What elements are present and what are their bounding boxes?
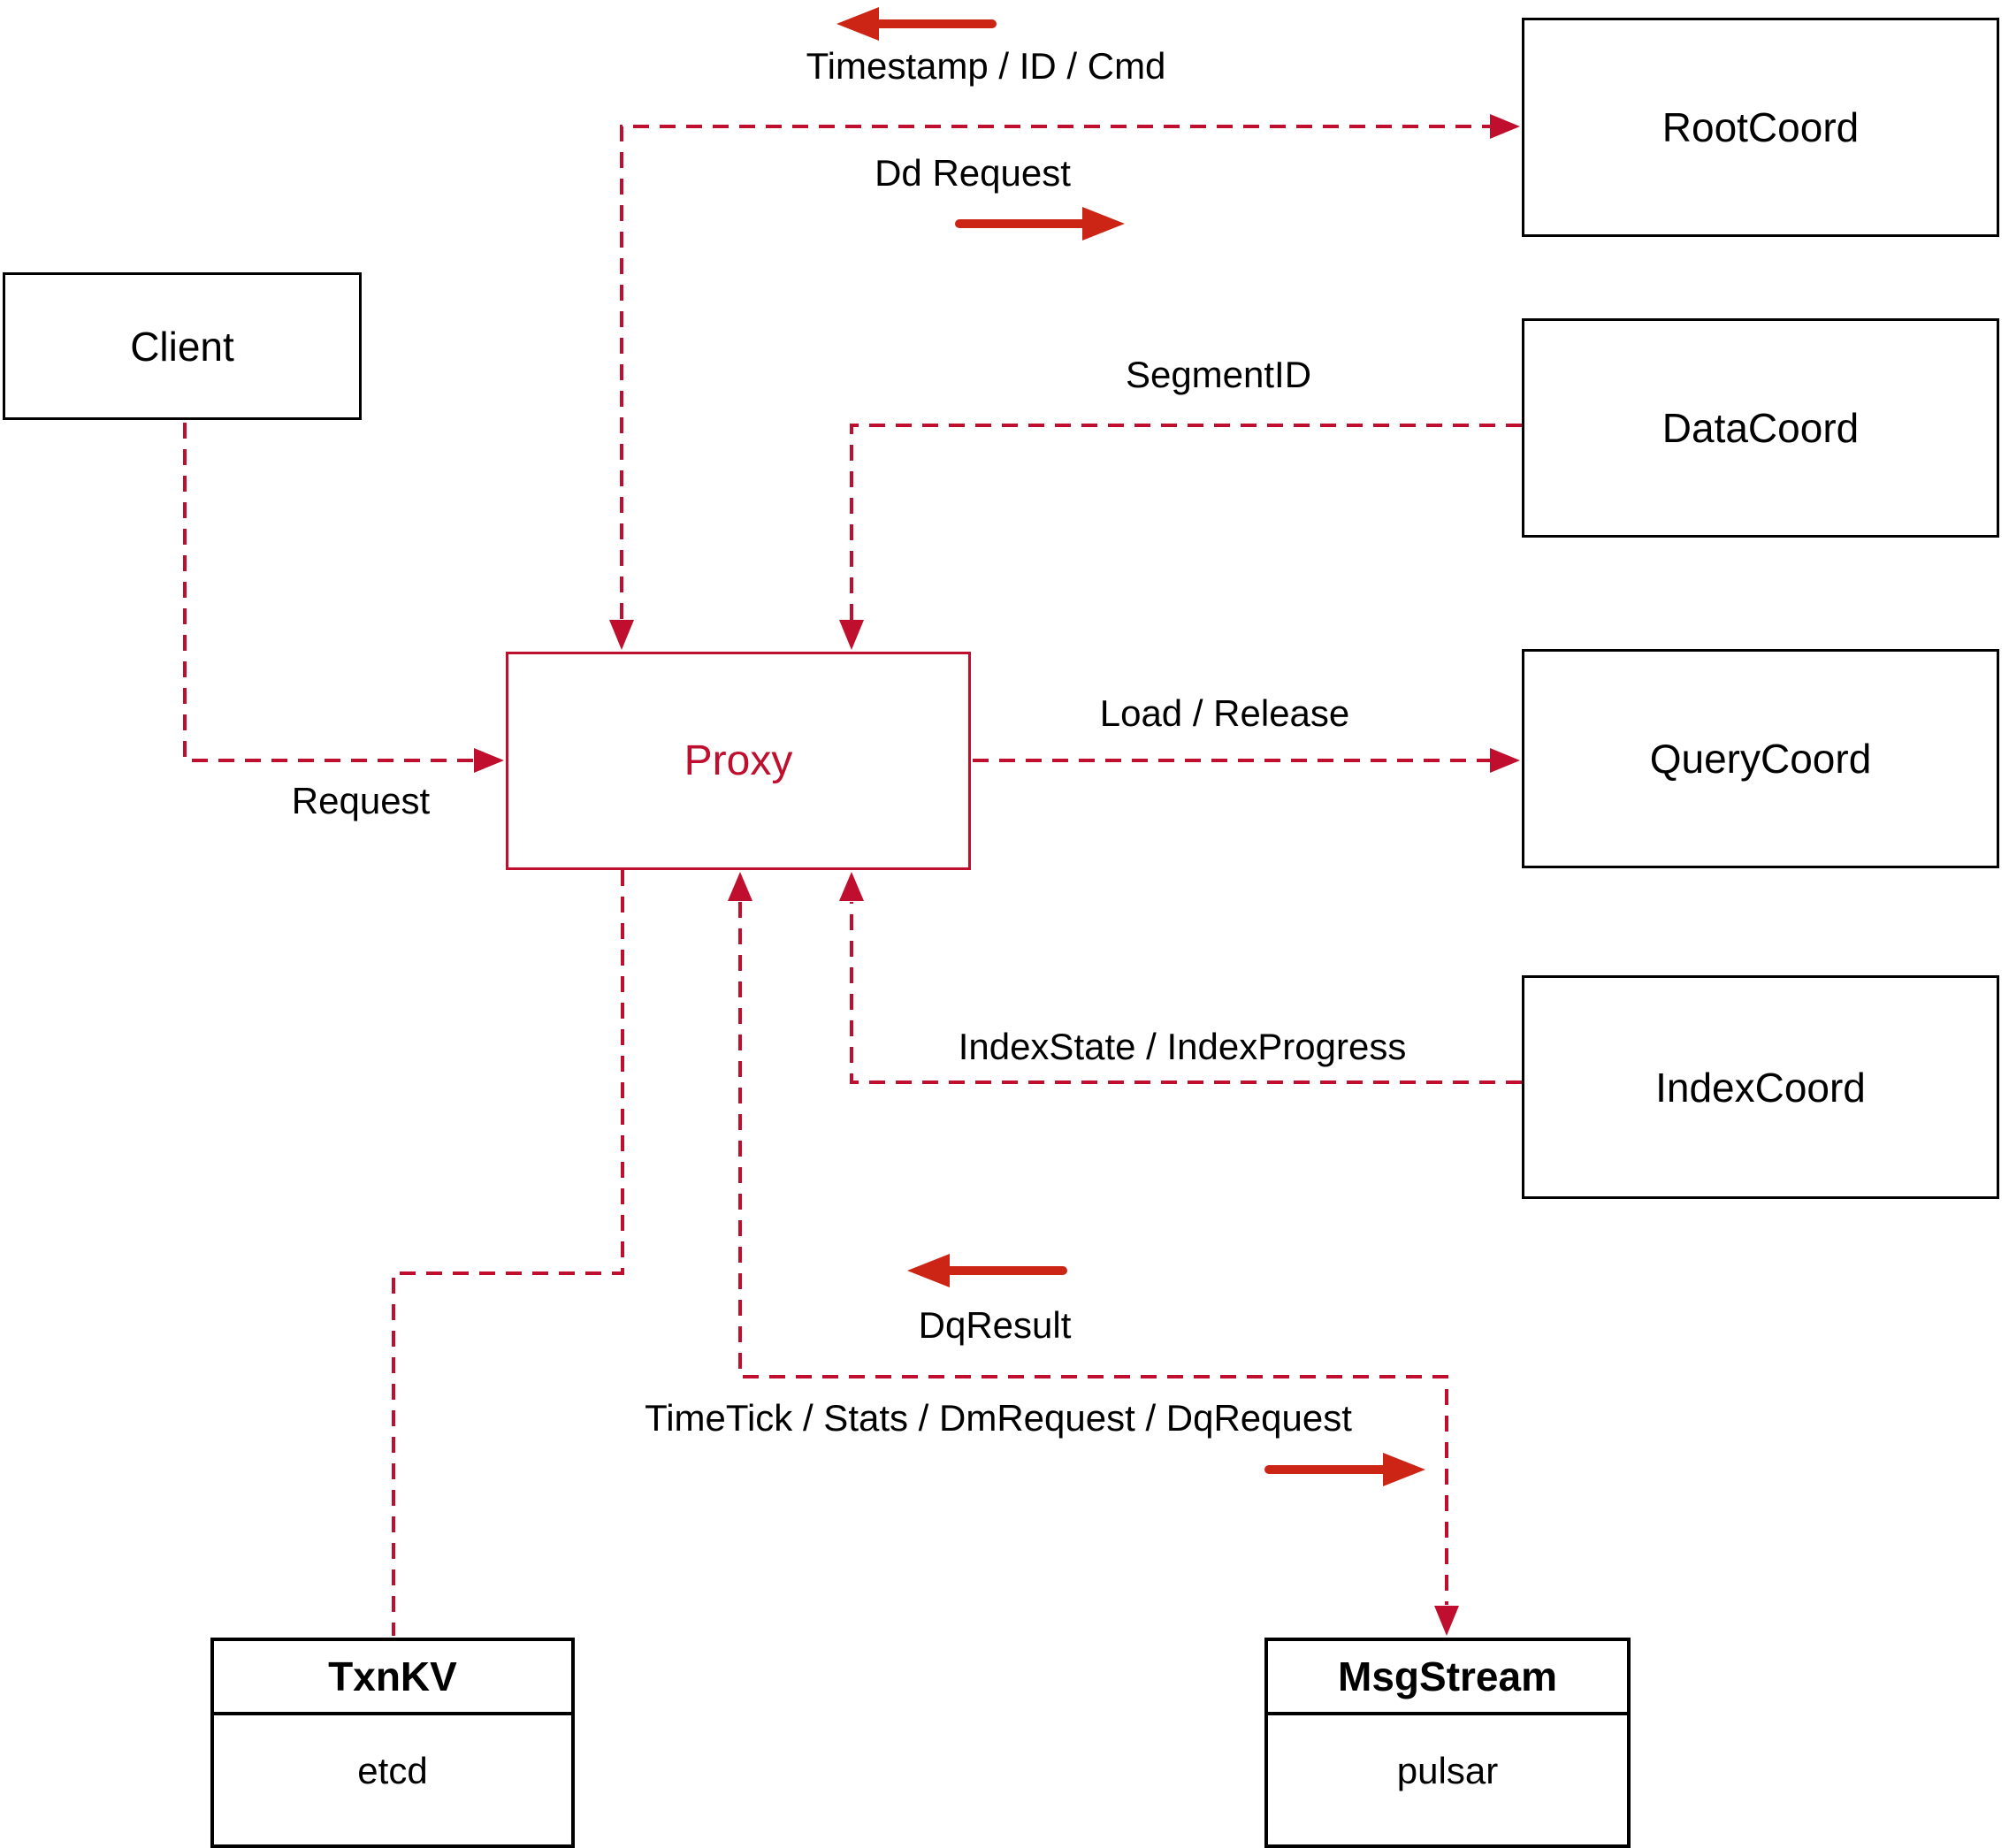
edge-indexcoord-proxy bbox=[850, 902, 1522, 1084]
node-proxy: Proxy bbox=[506, 652, 971, 870]
edge-label-dq-result: DqResult bbox=[918, 1304, 1072, 1346]
edge-client-proxy bbox=[183, 423, 482, 762]
arrowhead-into-proxy-bottom-left bbox=[728, 872, 752, 901]
edge-proxy-rootcoord bbox=[620, 125, 1496, 619]
node-msgstream: MsgStream pulsar bbox=[1264, 1638, 1631, 1848]
left-arrowhead-timestamp bbox=[836, 7, 879, 41]
node-proxy-label: Proxy bbox=[684, 737, 793, 784]
arrowhead-into-rootcoord bbox=[1490, 114, 1520, 139]
edge-proxy-txnkv bbox=[392, 870, 624, 1636]
node-querycoord-label: QueryCoord bbox=[1649, 736, 1872, 782]
arrowhead-into-proxy-top-left bbox=[609, 620, 634, 650]
edge-label-timestamp-id-cmd: Timestamp / ID / Cmd bbox=[806, 45, 1166, 87]
arrowhead-into-proxy-left bbox=[474, 748, 504, 773]
right-arrowhead-timetick bbox=[1383, 1453, 1425, 1486]
right-arrowhead-dd-request bbox=[1082, 207, 1125, 241]
left-arrowhead-dq-result bbox=[907, 1254, 950, 1287]
edge-label-timetick-stats: TimeTick / Stats / DmRequest / DqRequest bbox=[645, 1397, 1352, 1439]
edge-label-dd-request: Dd Request bbox=[875, 152, 1071, 194]
node-querycoord: QueryCoord bbox=[1522, 649, 1999, 868]
edge-label-load-release: Load / Release bbox=[1099, 692, 1350, 734]
direction-arrows bbox=[836, 7, 1425, 1486]
node-indexcoord-label: IndexCoord bbox=[1655, 1064, 1866, 1111]
node-datacoord-label: DataCoord bbox=[1661, 405, 1860, 451]
arrowhead-into-proxy-bottom-right bbox=[839, 872, 864, 901]
edge-proxy-msgstream bbox=[738, 902, 1448, 1605]
node-client: Client bbox=[3, 272, 362, 420]
node-client-label: Client bbox=[130, 323, 234, 370]
edge-label-index-state-progress: IndexState / IndexProgress bbox=[958, 1026, 1407, 1067]
node-msgstream-header: MsgStream bbox=[1268, 1641, 1627, 1715]
edge-label-segment-id: SegmentID bbox=[1125, 354, 1312, 395]
node-txnkv-header: TxnKV bbox=[214, 1641, 571, 1715]
connector-arrowheads bbox=[474, 114, 1520, 1636]
node-rootcoord: RootCoord bbox=[1522, 18, 1999, 237]
edge-label-request: Request bbox=[291, 780, 431, 821]
arrowhead-into-msgstream bbox=[1434, 1606, 1459, 1636]
node-txnkv-body: etcd bbox=[357, 1750, 428, 1791]
node-datacoord: DataCoord bbox=[1522, 318, 1999, 538]
arrowhead-into-proxy-top-right bbox=[839, 620, 864, 650]
node-txnkv: TxnKV etcd bbox=[210, 1638, 575, 1848]
node-indexcoord: IndexCoord bbox=[1522, 975, 1999, 1199]
node-rootcoord-label: RootCoord bbox=[1661, 104, 1860, 150]
node-msgstream-body: pulsar bbox=[1396, 1750, 1499, 1791]
edge-datacoord-proxy bbox=[850, 424, 1522, 621]
arrowhead-into-querycoord bbox=[1490, 748, 1520, 773]
dashed-connectors bbox=[183, 125, 1522, 1636]
